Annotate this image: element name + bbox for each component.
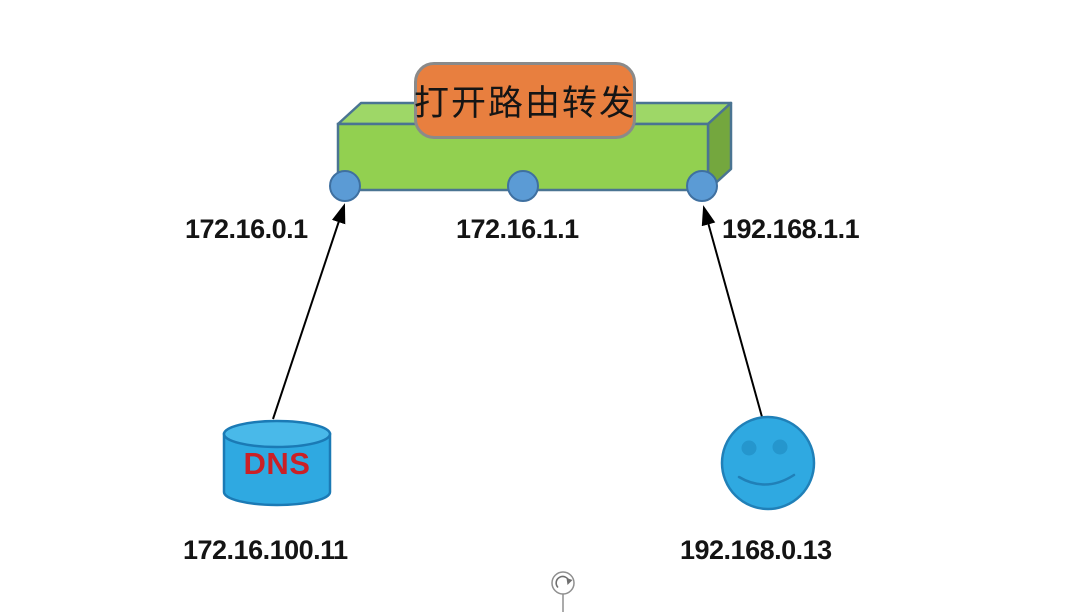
rotate-icon-arrowhead xyxy=(566,578,573,585)
ip-label-client: 192.168.0.13 xyxy=(680,535,832,565)
rotate-icon[interactable] xyxy=(551,571,575,595)
port-left-icon[interactable] xyxy=(329,170,361,202)
ip-label-interface-left: 172.16.0.1 xyxy=(185,214,308,244)
client-smiley[interactable] xyxy=(720,415,816,511)
router-caption[interactable]: 打开路由转发 xyxy=(414,62,636,139)
ip-label-interface-right: 192.168.1.1 xyxy=(722,214,860,244)
smiley-eye-left xyxy=(741,440,757,456)
rotate-handle[interactable] xyxy=(551,571,575,612)
arrow-dns-to-router[interactable] xyxy=(272,203,346,420)
smiley-eye-right xyxy=(772,439,788,455)
ip-label-interface-center: 172.16.1.1 xyxy=(456,214,579,244)
arrow-client-to-router[interactable] xyxy=(701,205,763,418)
smiley-mouth xyxy=(737,473,796,486)
router-caption-text: 打开路由转发 xyxy=(414,84,637,124)
cylinder-top xyxy=(222,419,332,449)
dns-server-label: DNS xyxy=(243,446,311,481)
smiley-face-icon xyxy=(720,415,816,511)
port-center-icon[interactable] xyxy=(507,170,539,202)
connections xyxy=(272,203,763,420)
port-right-icon[interactable] xyxy=(686,170,718,202)
dns-server-cylinder[interactable] xyxy=(222,419,332,507)
router-ports xyxy=(329,170,718,202)
ip-label-dns-server: 172.16.100.11 xyxy=(183,535,348,565)
cylinder-body xyxy=(222,432,332,507)
